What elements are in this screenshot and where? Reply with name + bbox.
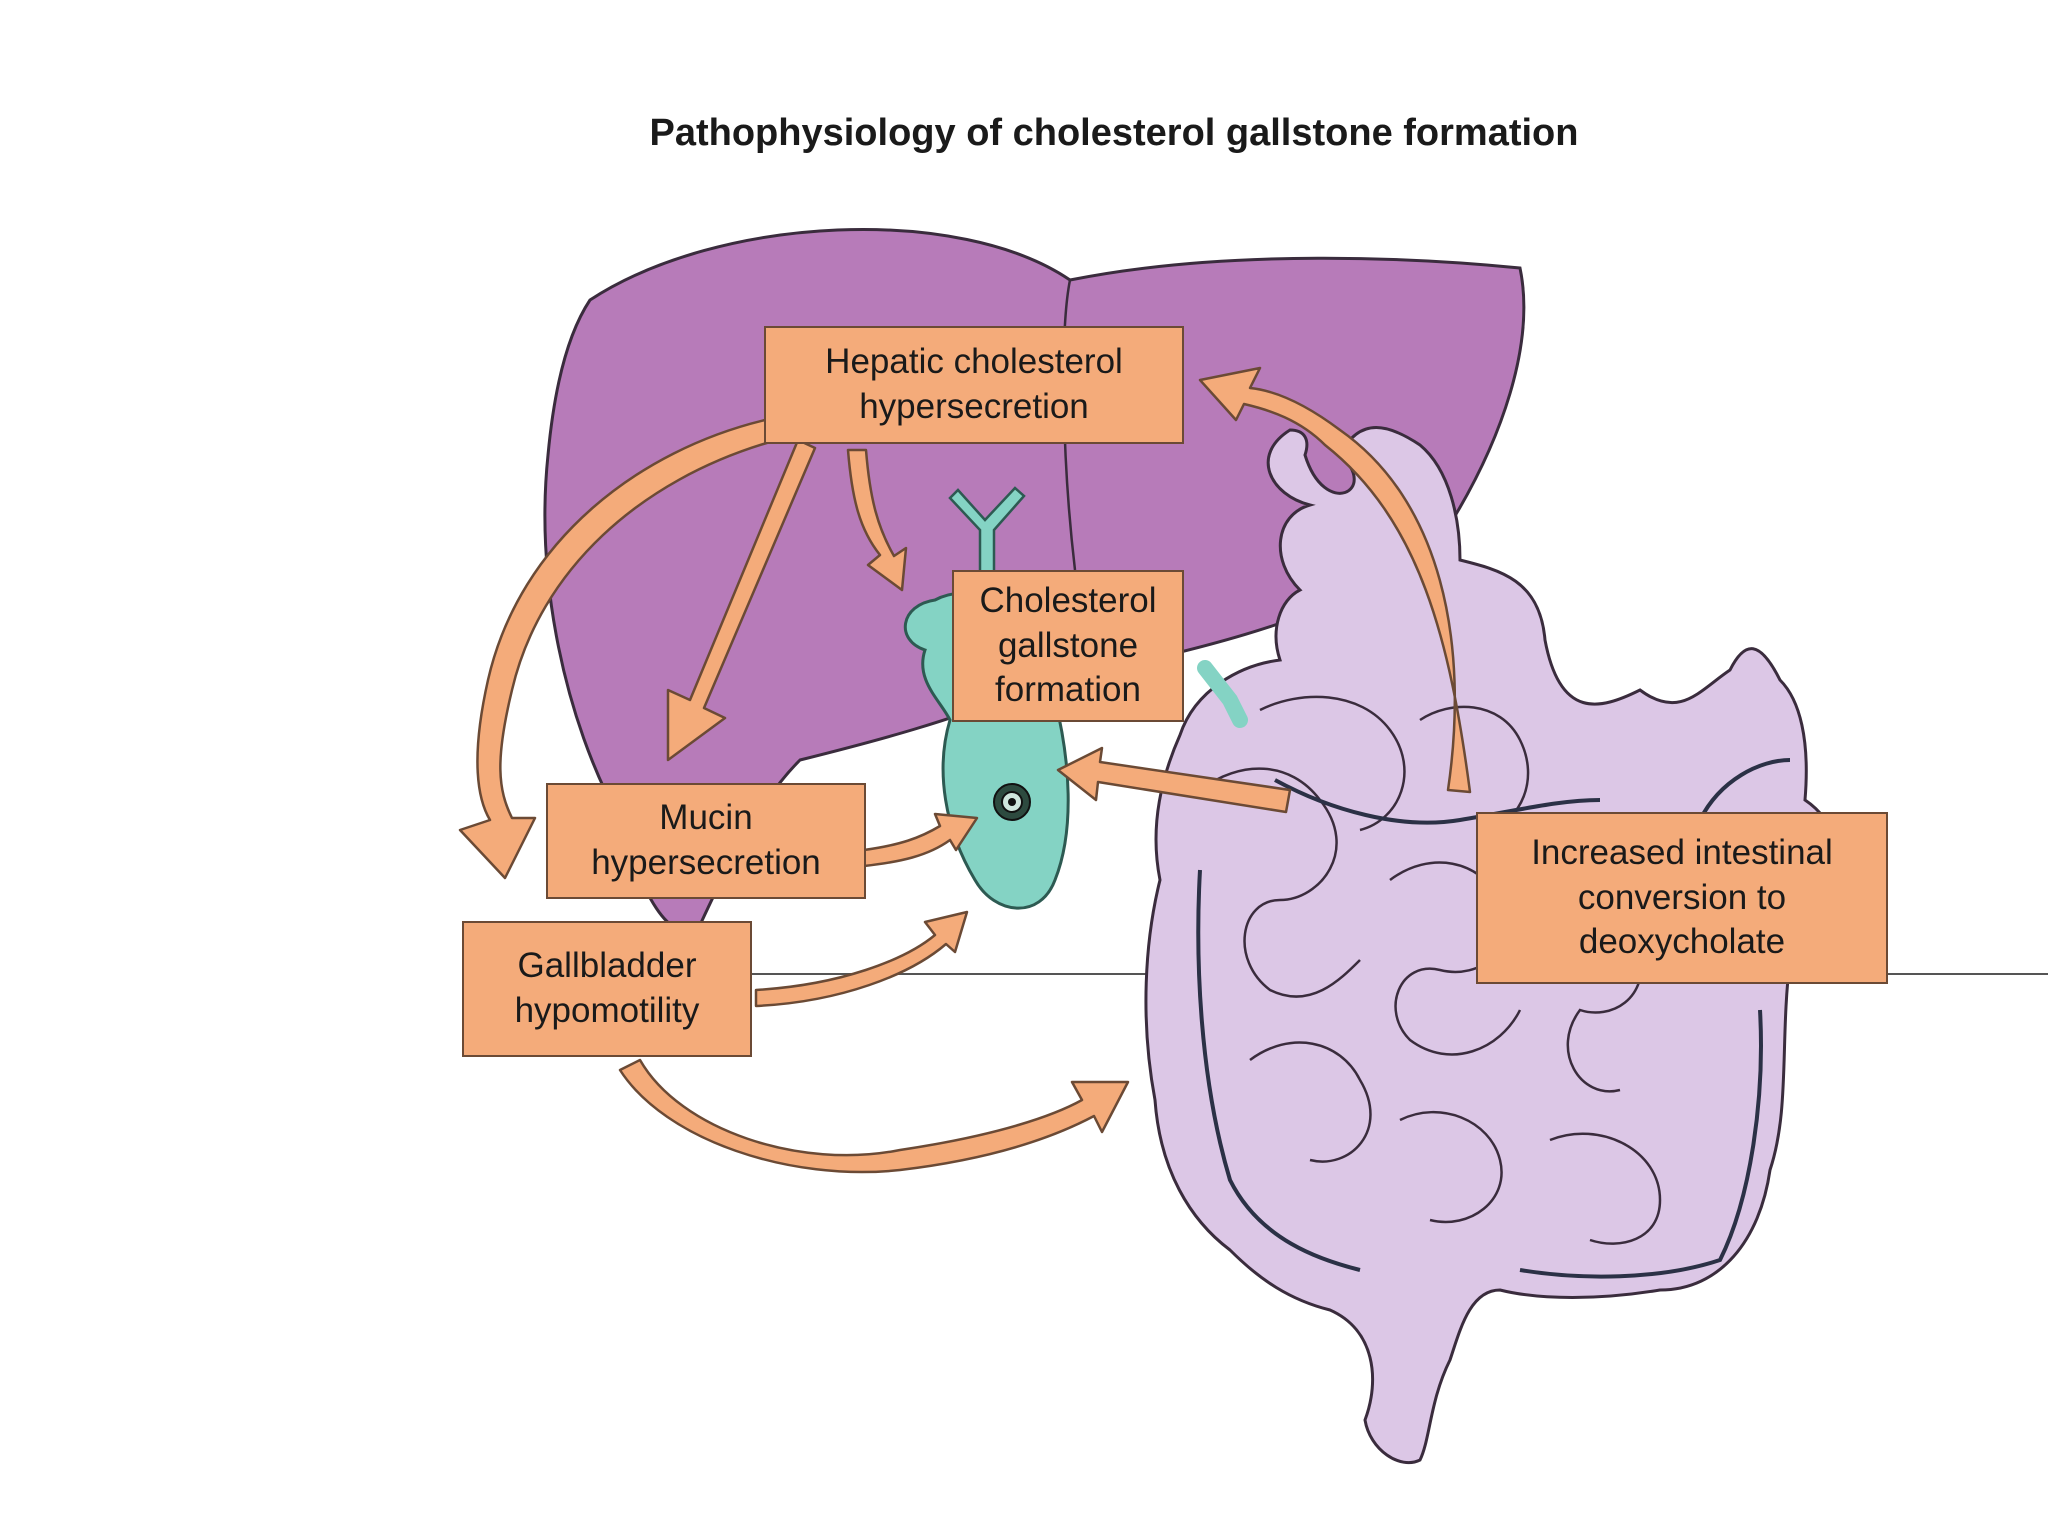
box-line: Increased intestinal — [1531, 832, 1833, 872]
box-gallbladder-hypomotility: Gallbladder hypomotility — [462, 921, 752, 1057]
box-line: hypomotility — [514, 991, 700, 1030]
arrow-intestinal-to-gallstone — [1056, 746, 1292, 814]
arrow-mucin-to-gallbladder — [862, 812, 979, 868]
box-line: Gallbladder — [517, 946, 697, 986]
colon-fold — [1389, 861, 1522, 1056]
box-hepatic-cholesterol-hypersecretion: Hepatic cholesterol hypersecretion — [764, 326, 1184, 444]
colon-band — [1698, 758, 1791, 821]
colon-band — [1196, 869, 1361, 1272]
colon-fold — [1399, 1110, 1503, 1224]
arrow-hepatic-to-gallbladder — [458, 418, 772, 880]
colon-band — [1519, 1009, 1763, 1279]
box-line: Cholesterol — [979, 580, 1157, 620]
box-line: conversion to — [1577, 877, 1787, 917]
arrows — [458, 366, 1472, 1174]
arrow-hypomotility-to-gallbladder — [754, 910, 969, 1008]
box-line: deoxycholate — [1578, 922, 1786, 962]
colon-fold — [1199, 767, 1361, 998]
colon-fold — [1249, 1041, 1372, 1163]
box-mucin-hypersecretion: Mucin hypersecretion — [546, 783, 866, 899]
box-line: Mucin — [659, 798, 753, 838]
box-line: formation — [995, 670, 1141, 710]
box-cholesterol-gallstone-formation: Cholesterol gallstone formation — [952, 570, 1184, 722]
diagram-title: Pathophysiology of cholesterol gallstone… — [649, 112, 1579, 154]
box-line: hypersecretion — [591, 843, 821, 882]
box-line: gallstone — [997, 625, 1139, 665]
arrow-hepatic-to-mucin — [666, 438, 817, 762]
box-increased-intestinal-conversion: Increased intestinal conversion to deoxy… — [1476, 812, 1888, 984]
colon-fold — [1549, 1132, 1662, 1245]
box-line: Hepatic cholesterol — [825, 342, 1123, 382]
box-line: hypersecretion — [859, 387, 1089, 426]
colon-band — [1274, 778, 1601, 825]
arrow-hepatic-to-gallstone — [846, 448, 908, 592]
arrow-hypomotility-to-intestine — [618, 1058, 1130, 1174]
gallstone-icon — [1008, 798, 1016, 806]
colon-fold — [1259, 695, 1406, 832]
arrow-intestinal-to-hepatic — [1198, 366, 1472, 794]
bile-duct-branch — [1197, 660, 1248, 728]
